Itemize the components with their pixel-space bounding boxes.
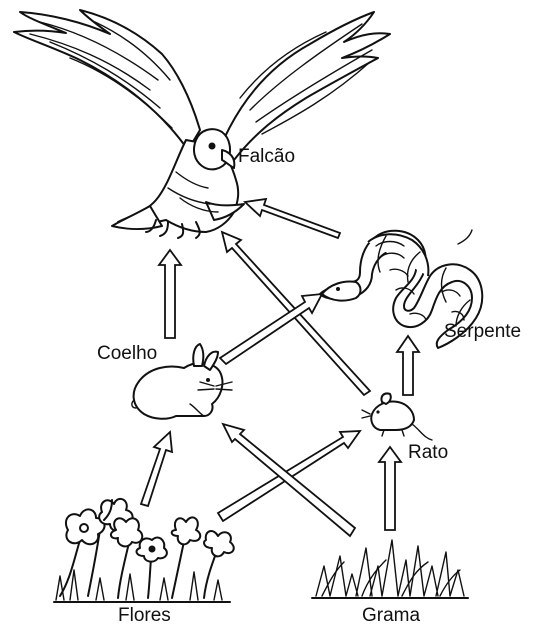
mouse-label: Rato (408, 443, 448, 462)
hawk-drawing (14, 10, 390, 238)
arrow-mouse-to-snake (397, 336, 419, 395)
snake-label: Serpente (444, 322, 521, 341)
mouse-drawing (362, 393, 432, 440)
grass-drawing (312, 540, 468, 598)
grass-label: Grama (362, 606, 420, 625)
arrow-grass-to-mouse (379, 447, 401, 530)
arrow-flowers-to-rabbit (141, 432, 172, 506)
hawk-label: Falcão (238, 147, 295, 166)
flowers-label: Flores (118, 606, 171, 625)
rabbit-label: Coelho (97, 344, 157, 363)
flowers-drawing (54, 499, 234, 602)
arrow-snake-to-hawk (245, 199, 340, 238)
arrow-rabbit-to-hawk (159, 250, 181, 338)
